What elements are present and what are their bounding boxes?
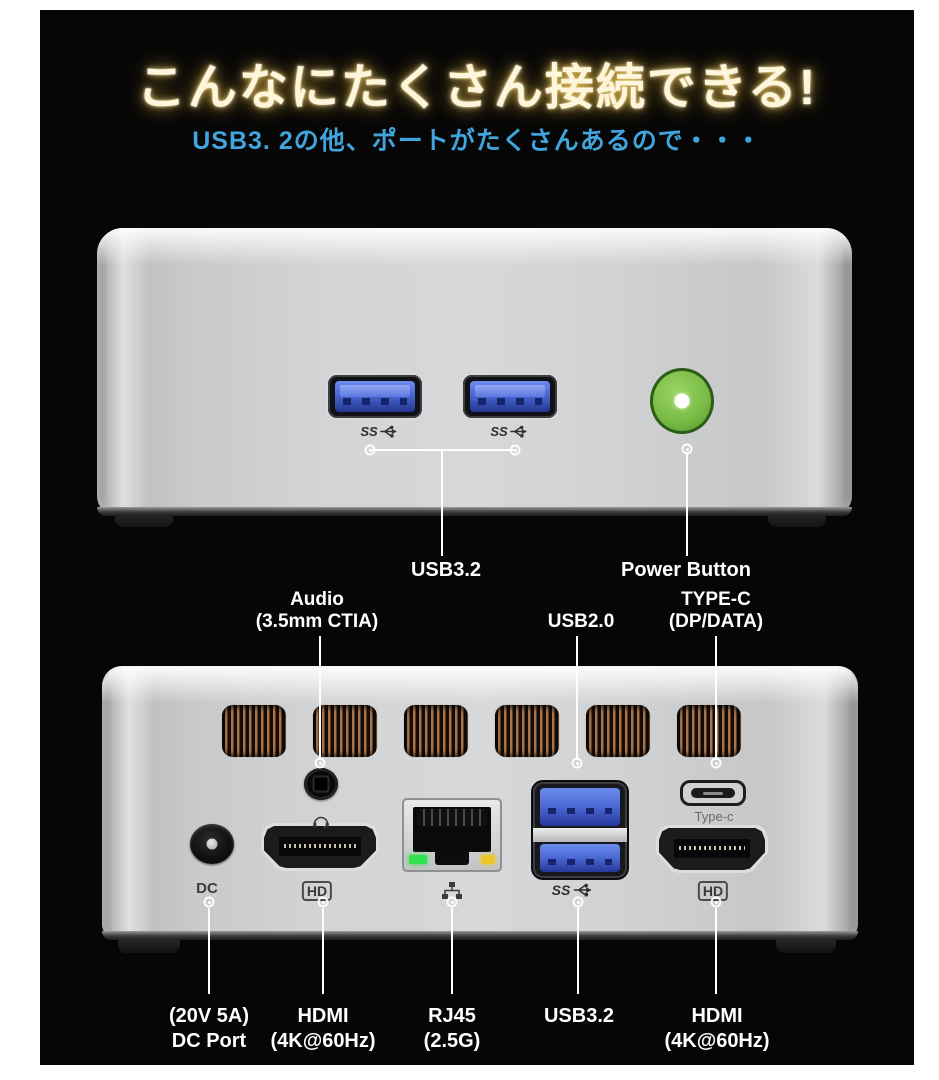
usb3-ss-text: SS — [490, 424, 508, 439]
label-hdmi-right: HDMI (4K@60Hz) — [664, 1004, 769, 1054]
label-hdmi-left: HDMI (4K@60Hz) — [270, 1004, 375, 1054]
front-usb3-port-1 — [328, 375, 422, 418]
usb3-ss-icon: SS — [490, 424, 533, 439]
usb-trident-icon — [380, 425, 397, 438]
callout-ring — [572, 896, 584, 908]
rj45-port — [402, 798, 502, 872]
usb-trident-icon — [510, 425, 527, 438]
callout-line — [451, 908, 453, 994]
hdmi-pins — [679, 846, 745, 850]
vent-grille — [495, 705, 559, 757]
label-line: (DP/DATA) — [668, 611, 764, 632]
usb3-ss-icon: SS — [552, 882, 599, 898]
back-foot-right — [776, 936, 836, 953]
callout-line — [208, 908, 210, 994]
callout-line — [441, 450, 443, 556]
callout-ring — [203, 896, 215, 908]
rj45-socket — [413, 807, 491, 852]
vent-grille — [404, 705, 468, 757]
callout-line — [576, 636, 578, 760]
dc-power-jack — [190, 824, 234, 864]
callout-line — [322, 908, 324, 994]
usb3-stacked-ports — [533, 782, 627, 878]
headset-icon — [313, 816, 329, 829]
callout-ring — [446, 896, 458, 908]
front-chassis — [97, 228, 852, 516]
callout-ring — [571, 757, 583, 769]
callout-ring — [509, 444, 521, 456]
usb-stack-divider — [533, 828, 627, 842]
label-line: USB3.2 — [543, 1005, 615, 1027]
callout-ring — [710, 757, 722, 769]
front-usb-label: USB3.2 — [410, 559, 482, 581]
callout-ring — [681, 443, 693, 455]
label-line: (20V 5A) — [168, 1005, 250, 1027]
vent-grille — [677, 705, 741, 757]
label-line: HDMI — [691, 1005, 743, 1027]
front-power-label: Power Button — [621, 559, 751, 581]
back-foot-left — [118, 936, 180, 953]
callout-label-usb2: USB2.0 — [548, 611, 615, 633]
hdmi-port-left — [261, 823, 379, 871]
usb-port-cavity — [540, 788, 620, 826]
label-line: (4K@60Hz) — [664, 1030, 770, 1052]
usb3-ss-text: SS — [551, 882, 571, 898]
usb-c-port — [680, 780, 746, 806]
label-line: RJ45 — [428, 1005, 476, 1027]
callout-line — [715, 636, 717, 760]
callout-ring — [364, 444, 376, 456]
callout-ring — [317, 896, 329, 908]
label-line: (3.5mm CTIA) — [255, 611, 379, 632]
label-line: HDMI — [297, 1005, 349, 1027]
typec-marking: Type-c — [694, 809, 734, 824]
label-dc-port: (20V 5A) DC Port — [169, 1004, 249, 1054]
callout-ring — [314, 757, 326, 769]
label-usb3: USB3.2 — [544, 1004, 614, 1029]
callout-line — [686, 452, 688, 556]
callout-label-typec: TYPE-C (DP/DATA) — [669, 589, 763, 633]
rj45-clip-tab — [435, 852, 469, 865]
label-line: Audio — [290, 589, 344, 610]
usb-port-cavity — [335, 381, 415, 412]
label-rj45: RJ45 (2.5G) — [424, 1004, 481, 1054]
callout-line — [319, 636, 321, 760]
callout-line — [372, 449, 514, 451]
power-button[interactable] — [650, 368, 714, 434]
usb-trident-icon — [573, 883, 591, 897]
front-usb3-port-2 — [463, 375, 557, 418]
page-subtitle: USB3. 2の他、ポートがたくさんあるので・・・ — [192, 127, 762, 155]
black-stage: こんなにたくさん接続できる! USB3. 2の他、ポートがたくさんあるので・・・… — [40, 10, 914, 1065]
link-led-green — [409, 855, 427, 864]
ethernet-icon — [442, 882, 462, 899]
hdmi-port-right — [656, 825, 768, 873]
usb-port-cavity — [470, 381, 550, 412]
label-line: DC Port — [171, 1030, 247, 1052]
activity-led-yellow — [481, 855, 495, 864]
hdmi-pins — [284, 844, 356, 848]
label-line: (2.5G) — [423, 1030, 481, 1052]
label-line: TYPE-C — [681, 589, 751, 610]
usb-c-slot — [691, 788, 735, 798]
label-line: USB2.0 — [547, 611, 615, 632]
page-title: こんなにたくさん接続できる! — [136, 61, 818, 115]
callout-line — [715, 908, 717, 994]
callout-label-audio: Audio (3.5mm CTIA) — [256, 589, 378, 633]
vent-grille — [222, 705, 286, 757]
audio-jack — [304, 768, 338, 800]
label-line: (4K@60Hz) — [270, 1030, 376, 1052]
vent-grille — [313, 705, 377, 757]
vent-grille — [586, 705, 650, 757]
usb3-ss-text: SS — [360, 424, 378, 439]
dc-marking: DC — [196, 880, 218, 897]
usb3-ss-icon: SS — [360, 424, 403, 439]
callout-ring — [710, 896, 722, 908]
usb-port-cavity — [540, 844, 620, 872]
callout-line — [577, 908, 579, 994]
